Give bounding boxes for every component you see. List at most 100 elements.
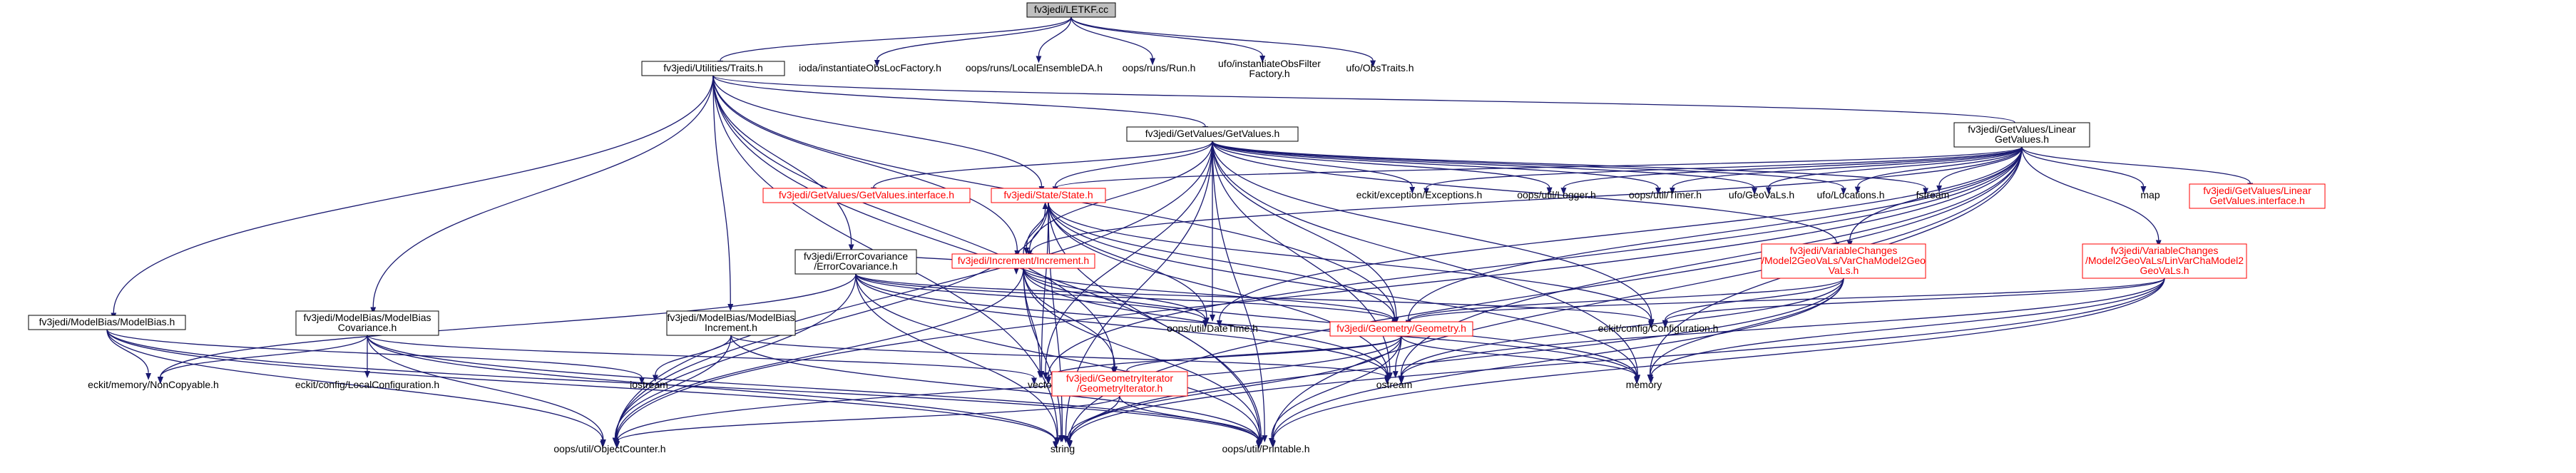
edge-root-to-traits — [717, 16, 1072, 68]
edge-lingetvalues-to-linvarcha — [2021, 146, 2162, 248]
node-label-getvalues: fv3jedi/GetValues/GetValues.h — [1145, 128, 1280, 139]
edge-root-to-oops_run — [1070, 16, 1156, 66]
node-datetime: oops/util/DateTime.h — [1167, 322, 1258, 334]
node-label-geoiter: /GeometryIterator.h — [1077, 382, 1163, 394]
edge-lingetvalues-to-state — [1052, 146, 2023, 195]
node-label-oops_run: oops/runs/Run.h — [1123, 62, 1196, 73]
edge-getvalues-to-varcha — [1212, 141, 1840, 250]
node-box-mbinc — [666, 310, 796, 336]
node-geoiter[interactable]: fv3jedi/GeometryIterator/GeometryIterato… — [1051, 371, 1188, 397]
edge-getvalues-to-exceptions — [1212, 141, 1416, 194]
node-errcov[interactable]: fv3jedi/ErrorCovariance/ErrorCovariance.… — [794, 249, 917, 275]
node-increment[interactable]: fv3jedi/Increment/Increment.h — [951, 253, 1095, 269]
edge-varcha-to-configuration — [1662, 278, 1844, 327]
node-map: map — [2140, 189, 2160, 200]
node-box-getvalues — [1126, 126, 1299, 142]
node-linvarcha[interactable]: fv3jedi/VariableChanges/Model2GeoVaLs/Li… — [2082, 243, 2247, 279]
node-box-root — [1026, 2, 1116, 18]
edge-varcha-to-ostream — [1398, 278, 1844, 384]
node-label-memory: memory — [1626, 379, 1662, 390]
node-box-linvarcha — [2082, 243, 2247, 279]
node-box-geoiter — [1051, 371, 1188, 397]
edge-linvarcha-to-string — [1066, 278, 2165, 449]
node-label-lingetvalues: fv3jedi/GetValues/Linear — [1968, 123, 2076, 135]
node-locations: ufo/Locations.h — [1817, 189, 1885, 200]
node-state[interactable]: fv3jedi/State/State.h — [991, 188, 1106, 203]
node-lgv_interface[interactable]: fv3jedi/GetValues/LinearGetValues.interf… — [2189, 183, 2326, 209]
edge-errcov-to-geometry — [855, 273, 1398, 329]
node-label-gv_interface: fv3jedi/GetValues/GetValues.interface.h — [779, 189, 954, 200]
edge-traits-to-mbinc — [712, 75, 734, 312]
edge-lingetvalues-to-logger — [1560, 146, 2023, 195]
node-root[interactable]: fv3jedi/LETKF.cc — [1026, 2, 1116, 18]
edge-state-to-geometry — [1048, 202, 1398, 327]
edge-increment-to-printable — [1023, 268, 1263, 446]
edge-state-to-datetime — [1048, 202, 1210, 325]
edge-state-to-objcounter — [613, 202, 1049, 447]
edge-geoiter-to-printable — [1119, 395, 1262, 447]
edge-errcov-to-memory — [855, 273, 1640, 385]
node-label-mbcov: Covariance.h — [338, 322, 397, 333]
node-label-vector: vector — [1028, 379, 1055, 390]
node-varcha[interactable]: fv3jedi/VariableChanges/Model2GeoVaLs/Va… — [1761, 243, 1926, 279]
node-label-ufo_filter: ufo/instantiateObsFilter — [1218, 58, 1321, 69]
edge-state-to-ostream — [1048, 202, 1391, 382]
node-label-traits: fv3jedi/Utilities/Traits.h — [663, 62, 763, 73]
edge-linvarcha-to-geometry — [1405, 278, 2165, 329]
edge-varcha-to-geometry — [1405, 278, 1844, 329]
node-gv_interface[interactable]: fv3jedi/GetValues/GetValues.interface.h — [762, 188, 971, 203]
node-label-linvarcha: fv3jedi/VariableChanges — [2111, 245, 2219, 256]
node-ufo_obstraits: ufo/ObsTraits.h — [1346, 62, 1414, 73]
edge-lingetvalues-to-geovals — [1765, 146, 2023, 195]
node-oops_run: oops/runs/Run.h — [1123, 62, 1196, 73]
node-timer: oops/util/Timer.h — [1629, 189, 1702, 200]
edge-geometry-to-printable — [1268, 335, 1402, 445]
edge-modelbias-to-objcounter — [106, 329, 606, 448]
node-modelbias[interactable]: fv3jedi/ModelBias/ModelBias.h — [28, 315, 186, 330]
node-label-ufo_filter: Factory.h — [1249, 68, 1289, 79]
edge-getvalues-to-fstream — [1212, 141, 1929, 195]
node-label-modelbias: fv3jedi/ModelBias/ModelBias.h — [39, 316, 175, 327]
edge-lingetvalues-to-map — [2021, 146, 2147, 193]
edge-traits-to-state — [712, 75, 1045, 193]
node-traits[interactable]: fv3jedi/Utilities/Traits.h — [641, 61, 785, 76]
edge-linvarcha-to-configuration — [1662, 278, 2165, 329]
node-string: string — [1051, 443, 1075, 454]
edge-traits-to-getvalues — [712, 75, 1209, 133]
node-printable: oops/util/Printable.h — [1222, 443, 1310, 454]
edge-varcha-to-printable — [1269, 278, 1844, 448]
node-box-mbcov — [295, 310, 439, 336]
node-label-errcov: /ErrorCovariance.h — [814, 260, 898, 272]
edge-state-to-configuration — [1048, 202, 1655, 328]
edge-increment-to-datetime — [1023, 268, 1209, 327]
node-label-string: string — [1051, 443, 1075, 454]
node-geovals: ufo/GeoVaLs.h — [1729, 189, 1794, 200]
node-label-mbinc: Increment.h — [705, 322, 757, 333]
edge-traits-to-increment — [712, 75, 1021, 258]
edge-getvalues-to-timer — [1212, 141, 1662, 195]
node-localconfig: eckit/config/LocalConfiguration.h — [295, 379, 439, 390]
node-configuration: eckit/config/Configuration.h — [1598, 322, 1719, 334]
node-box-increment — [951, 253, 1095, 269]
edge-root-to-ioda_fact — [874, 16, 1072, 67]
node-label-fstream: fstream — [1916, 189, 1950, 200]
edge-getvalues-to-geovals — [1212, 141, 1758, 195]
edge-increment-to-geoiter — [1023, 268, 1118, 374]
node-box-geometry — [1329, 321, 1473, 337]
node-label-lgv_interface: GetValues.interface.h — [2209, 195, 2305, 206]
edge-modelbias-to-iostream — [106, 329, 645, 385]
node-label-geovals: ufo/GeoVaLs.h — [1729, 189, 1794, 200]
node-getvalues[interactable]: fv3jedi/GetValues/GetValues.h — [1126, 126, 1299, 142]
node-iostream: iostream — [630, 379, 668, 390]
node-label-configuration: eckit/config/Configuration.h — [1598, 322, 1719, 334]
edge-geoiter-to-string — [1065, 395, 1120, 445]
edge-mbcov-to-vector — [367, 335, 1038, 385]
edge-getvalues-to-logger — [1212, 141, 1553, 195]
edge-errcov-to-ostream — [855, 273, 1391, 385]
node-geometry[interactable]: fv3jedi/Geometry/Geometry.h — [1329, 321, 1473, 337]
